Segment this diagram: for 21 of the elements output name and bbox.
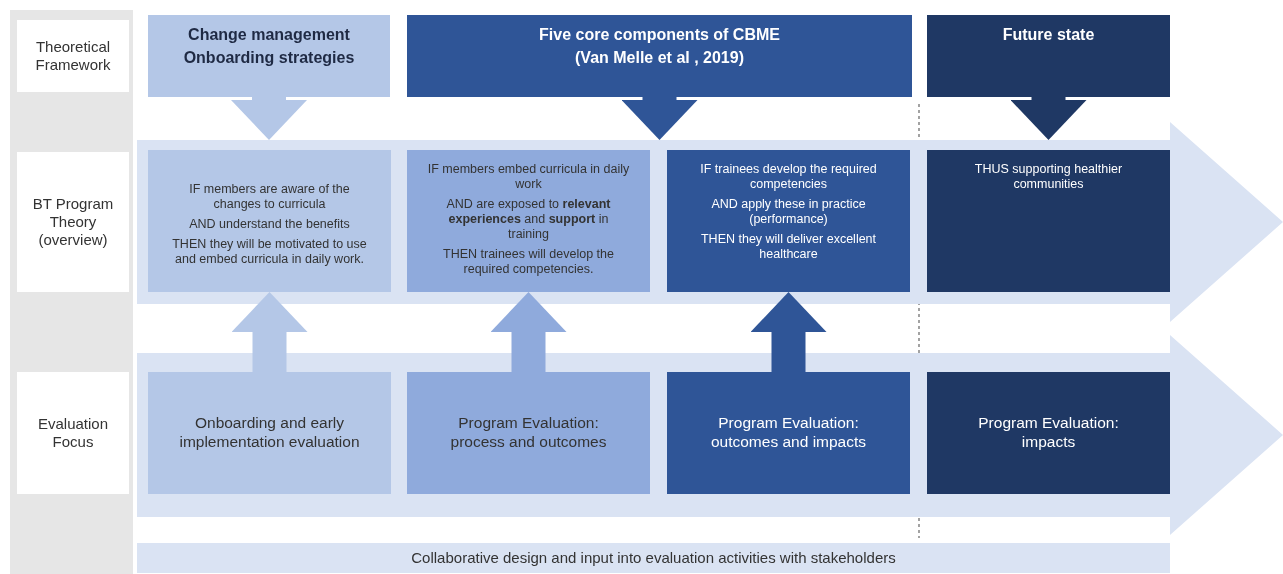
theory-box: IF trainees develop the required competencies AND apply these in practice (performance) THEN they will deliver excellent healthcare xyxy=(667,150,910,292)
header-box: Change management Onboarding strategies xyxy=(148,15,390,97)
block-arrow xyxy=(231,97,307,140)
block-arrow xyxy=(1010,97,1087,140)
row-label: Theoretical Framework xyxy=(17,20,129,92)
block-arrow xyxy=(750,292,827,372)
row-label: Evaluation Focus xyxy=(17,372,129,494)
header-box: Five core components of CBME (Van Melle et al , 2019) xyxy=(407,15,912,97)
evaluation-box: Program Evaluation: process and outcomes xyxy=(407,372,650,494)
evaluation-box: Program Evaluation: impacts xyxy=(927,372,1170,494)
theory-box: IF members are aware of the changes to curricula AND understand the benefits THEN they will be motivated to use and embed curricula in daily work. xyxy=(148,150,391,292)
header-box: Future state xyxy=(927,15,1170,97)
block-arrow xyxy=(621,97,698,140)
theory-box: THUS supporting healthier communities xyxy=(927,150,1170,292)
evaluation-box: Program Evaluation: outcomes and impacts xyxy=(667,372,910,494)
block-arrow xyxy=(490,292,567,372)
evaluation-box: Onboarding and early implementation evaluation xyxy=(148,372,391,494)
footer-bar: Collaborative design and input into evaluation activities with stakeholders xyxy=(137,543,1170,573)
row-label: BT Program Theory (overview) xyxy=(17,152,129,292)
theory-box: IF members embed curricula in daily work AND are exposed to relevant experiences and support in training THEN trainees will develop the required competencies. xyxy=(407,150,650,292)
block-arrow xyxy=(231,292,308,372)
